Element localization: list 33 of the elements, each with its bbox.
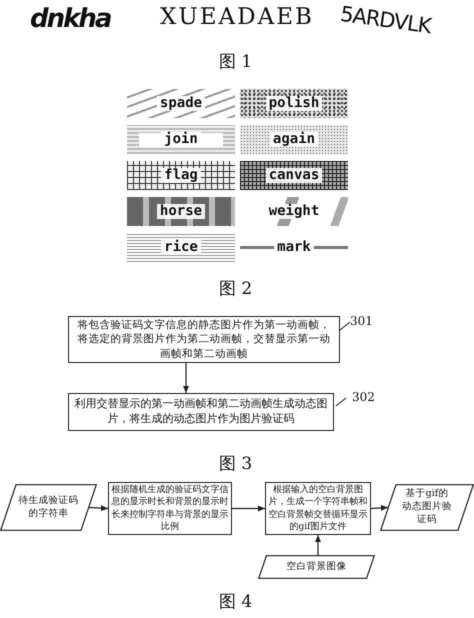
captcha-word: flag xyxy=(161,168,201,184)
distorted-captcha-text: dnkha xyxy=(30,4,110,34)
captcha-word: again xyxy=(270,132,318,148)
captcha-word: spade xyxy=(156,96,206,112)
io-parallelogram xyxy=(0,484,97,531)
captcha-word: rice xyxy=(161,240,201,256)
box-text: 根据随机生成的验证码文字信息的显示时长和背景的显示时长来控制字符串与背景的显示比例 xyxy=(111,484,229,533)
box-text: 基于gif的动态图片验证码 xyxy=(402,488,452,527)
box-text: 根据输入的空白背景图片，生成一个字符串帧和空白背景帧交替循环显示的gif图片文件 xyxy=(268,484,368,533)
arrow xyxy=(88,505,108,512)
arrow xyxy=(370,504,388,511)
io-parallelogram xyxy=(380,484,474,531)
figure-caption: 图 1 xyxy=(219,51,252,73)
arrow xyxy=(183,363,189,393)
distorted-captcha-text: XUEADAEB xyxy=(160,4,314,30)
box-text: 将包含验证码文字信息的静态图片作为第一动画帧，将选定的背景图片作为第二动画帧，交替显示第一动画帧和第二动画帧 xyxy=(76,318,332,361)
arrow xyxy=(232,506,265,512)
captcha-word: horse xyxy=(156,204,206,220)
figure-caption: 图 3 xyxy=(219,453,252,475)
captcha-word: join xyxy=(161,132,201,148)
box-text: 空白背景图像 xyxy=(286,560,346,574)
arrow xyxy=(315,535,321,555)
process-box xyxy=(68,393,334,431)
box-text: 利用交替显示的第一动画帧和第二动画帧生成动态图片，将生成的动态图片作为图片验证码 xyxy=(74,397,328,427)
captcha-word: polish xyxy=(266,96,322,112)
reference-number: 302 xyxy=(352,390,375,404)
box-text: 待生成验证码的字符串 xyxy=(18,494,79,520)
distorted-captcha-text: 5ARDVLK xyxy=(338,2,432,38)
io-parallelogram xyxy=(258,555,375,579)
figure-caption: 图 4 xyxy=(219,591,252,613)
captcha-word: canvas xyxy=(266,168,322,184)
figure-caption: 图 2 xyxy=(219,278,252,300)
reference-number: 301 xyxy=(350,314,373,328)
